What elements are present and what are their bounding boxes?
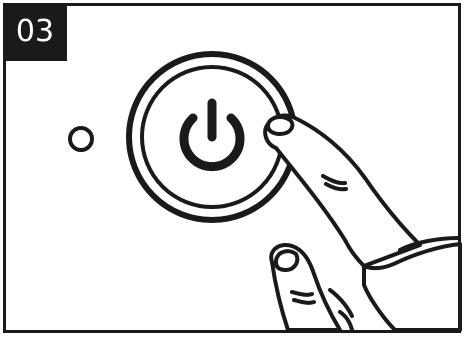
indicator-light-icon <box>70 128 92 150</box>
finger-press-icon <box>265 116 460 330</box>
